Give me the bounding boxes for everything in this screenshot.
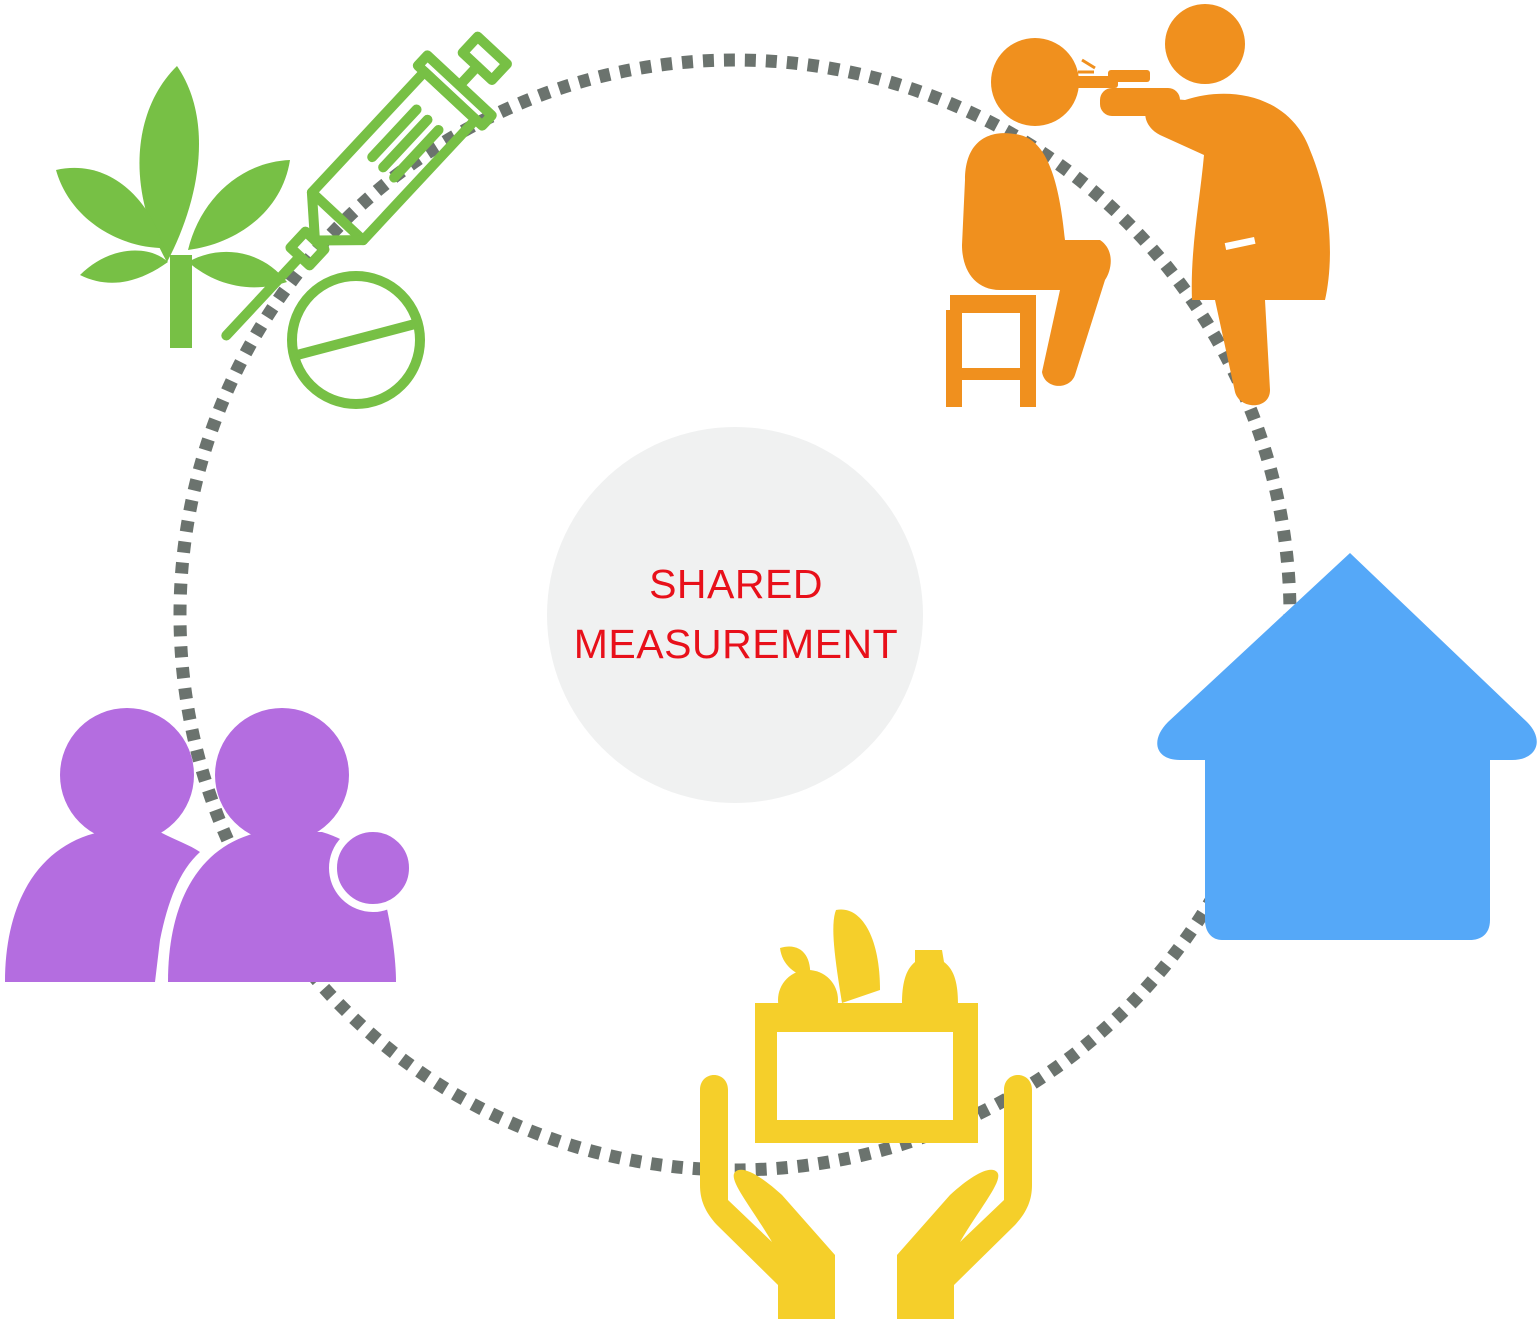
house-icon: [1157, 553, 1537, 940]
family-icon: [5, 708, 417, 982]
substance-use-group: [56, 31, 512, 409]
cannabis-leaf-icon: [56, 66, 290, 348]
doctor-patient-exam-icon: [946, 4, 1330, 407]
food-box-hands-icon: [700, 909, 1032, 1319]
syringe-icon: [221, 31, 512, 341]
pill-icon: [287, 271, 425, 409]
center-hub: [547, 427, 923, 803]
